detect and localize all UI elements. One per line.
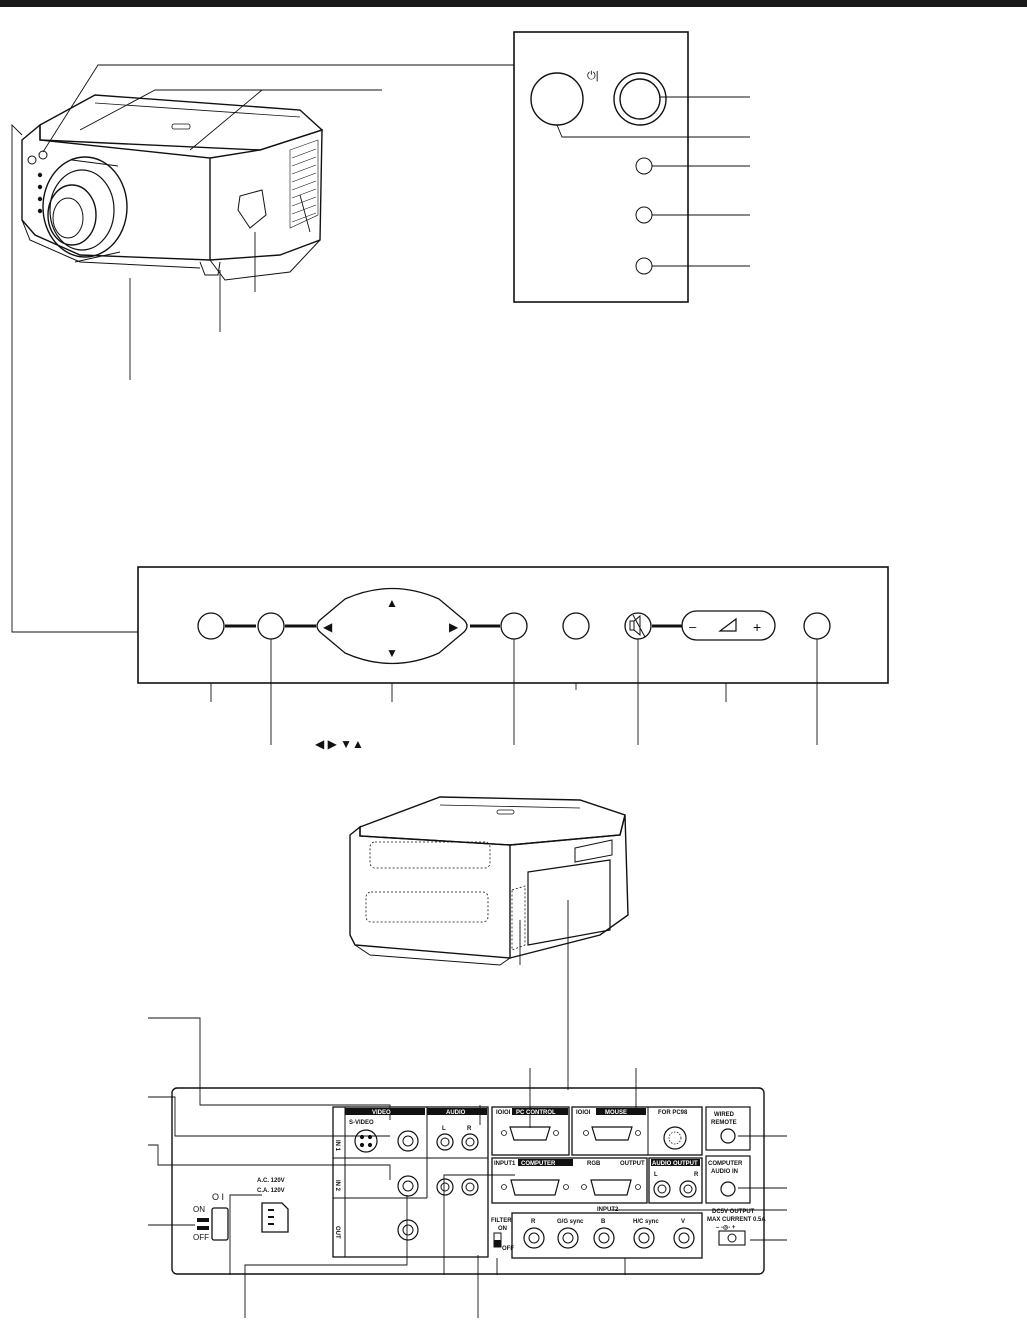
power-button-outline [530,72,584,126]
panel-leader-lines [210,639,818,745]
wired-remote-label-1: WIRED [714,1112,735,1118]
audio-output-l: L [654,1172,658,1178]
mute-icon [629,614,646,638]
audio-r-label: R [467,1126,472,1132]
top-rule [0,0,1027,7]
computer-audio-label-1: COMPUTER [708,1161,743,1167]
rgb-label: RGB [587,1161,601,1167]
input1-port [510,1179,560,1196]
mouse-ioioi: IOIOI [576,1110,591,1116]
audio-output-label: AUDIO OUTPUT [652,1161,698,1167]
audio-header: AUDIO [446,1110,466,1116]
ac-voltage-label-1: A.C. 120V [257,1178,285,1184]
svideo-label: S-VIDEO [349,1120,374,1126]
pc98-label: FOR PC98 [658,1110,688,1116]
svideo-port [354,1129,378,1153]
panel-button-3 [500,612,528,640]
dc-output-label-2: MAX CURRENT 0.5A [707,1217,766,1223]
volume-plus-label: + [753,619,761,635]
wired-remote-jack [720,1128,736,1144]
pc98-port [663,1126,687,1150]
ac-voltage-label-2: C.A. 120V [257,1188,285,1194]
mouse-port [591,1126,633,1141]
audio-output-r: R [694,1172,699,1178]
terminal-panel [171,1087,765,1275]
down-arrow-icon: ▼ [386,646,398,660]
projector-front-illustration [21,94,324,281]
panel-button-1 [197,612,225,640]
bnc-h-label: H/C sync [633,1219,659,1225]
panel-button-4 [562,612,590,640]
computer-label: COMPUTER [521,1161,556,1167]
video-header: VIDEO [372,1110,391,1116]
volume-minus-label: – [689,619,697,634]
arrow-pad [316,587,468,665]
input2-label: INPUT2 [597,1207,619,1213]
bnc-r-label: R [531,1219,536,1225]
right-arrow-icon: ▶ [449,620,459,634]
filter-off-label: OFF [502,1246,514,1252]
projector-rear-illustration [349,796,629,966]
bnc-ports [523,1227,695,1249]
input1-label: INPUT1 [494,1161,516,1167]
indicator-leader-lines [556,96,750,267]
switch-on-label: ON [193,1205,205,1214]
audio-l-label: L [442,1126,446,1132]
front-leader-lines [11,64,514,633]
terminal-labels: VIDEO AUDIO S-VIDEO IN 1 IN 2 OUT L R IO… [193,1110,766,1252]
panel-button-5 [803,612,831,640]
switch-symbol-label: O I [212,1192,224,1202]
dc-output-label-1: DC5V OUTPUT [712,1209,755,1215]
wired-remote-label-2: REMOTE [711,1120,737,1126]
left-arrow-icon: ◀ [323,620,333,634]
pc-control-label: PC CONTROL [516,1110,556,1116]
output-label: OUTPUT [620,1161,645,1167]
output-port [590,1179,632,1196]
volume-rocker [681,610,776,641]
arrow-callout-label: ◀ ▶ ▼▲ [315,737,364,751]
bnc-v-label: V [681,1219,685,1225]
dc-polarity-label: – -◎- + [716,1225,736,1231]
top-control-panel [137,566,889,684]
main-power-switch [211,1207,229,1241]
mute-button [624,612,652,640]
switch-off-label: OFF [193,1233,209,1242]
up-arrow-icon: ▲ [386,596,398,610]
indicator-panel: ⏻| [513,31,689,303]
filter-label: FILTER [491,1218,512,1224]
power-symbol-label: ⏻| [587,70,599,82]
in2-label: IN 2 [334,1180,340,1192]
side-vent [289,139,319,229]
rca-ports [397,1130,479,1241]
out-label: OUT [334,1226,340,1239]
pc-control-ioioi: IOIOI [496,1110,511,1116]
bnc-g-label: G/G sync [557,1219,584,1225]
lens [42,156,128,263]
mouse-label: MOUSE [605,1110,627,1116]
panel-button-2 [257,612,285,640]
bnc-b-label: B [601,1219,606,1225]
in1-label: IN 1 [334,1140,340,1152]
ac-inlet [261,1202,289,1233]
filter-on-label: ON [498,1226,507,1232]
pc-control-port [509,1126,551,1141]
computer-audio-jack [720,1181,736,1197]
rear-leader-lines [148,900,787,1318]
panel-arrow-glyphs: ▲ ▼ ◀ ▶ – + ◀ ▶ ▼▲ [315,596,761,751]
computer-audio-label-2: AUDIO IN [711,1169,738,1175]
